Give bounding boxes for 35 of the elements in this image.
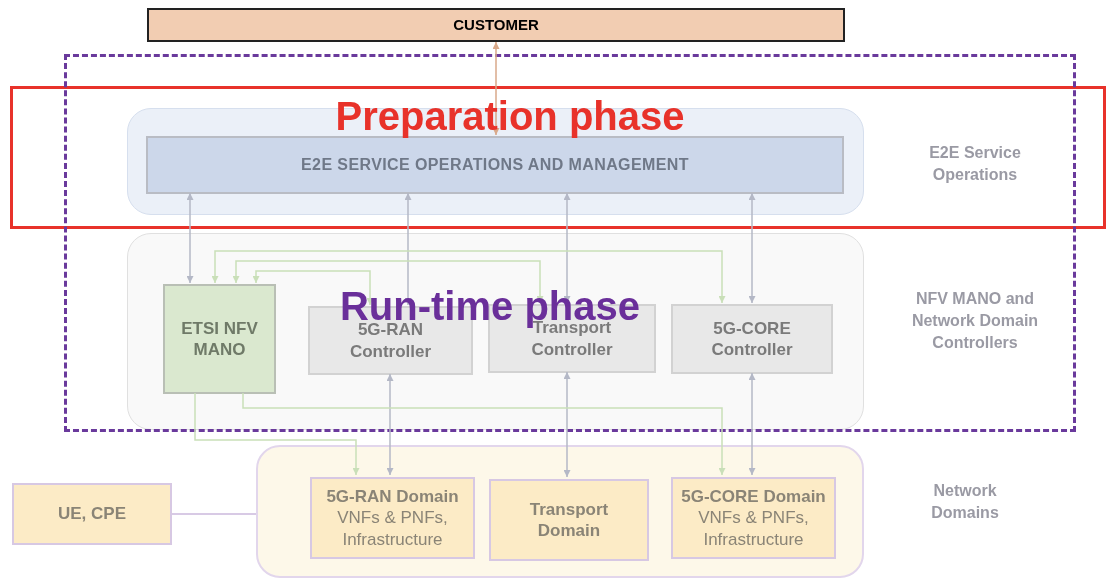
service-management-box xyxy=(146,136,844,194)
connector-arrow xyxy=(194,392,360,476)
box-label: 5G-CORE Domain xyxy=(680,486,827,508)
connector-arrow xyxy=(748,192,756,304)
customer-box xyxy=(147,8,845,42)
connector-arrow xyxy=(563,371,571,478)
box-label: Transport Domain xyxy=(528,498,610,542)
layer-label: NFV MANO and Network Domain Controllers xyxy=(910,289,1040,353)
phase-title: Preparation phase xyxy=(334,96,686,136)
connector-arrow xyxy=(211,250,726,304)
connector-arrow xyxy=(404,192,412,306)
box-label: UE, CPE xyxy=(57,503,127,525)
box-detail: VNFs & PNFs, Infrastructure xyxy=(336,507,449,550)
mano-box xyxy=(163,284,276,394)
box-label: E2E SERVICE OPERATIONS AND MANAGEMENT xyxy=(300,155,690,175)
layer-label: Network Domains xyxy=(930,481,1000,523)
connector-arrow xyxy=(252,270,374,306)
domain-box xyxy=(671,477,836,559)
connector-arrow xyxy=(492,41,500,136)
device-box xyxy=(12,483,172,545)
layer-band xyxy=(256,445,864,578)
connector-arrow xyxy=(386,373,394,476)
domain-box xyxy=(489,479,649,561)
box-label: 5G-RAN Domain xyxy=(325,486,460,508)
box-label: 5G-CORE Controller xyxy=(710,317,794,361)
layer-band xyxy=(127,233,864,430)
box-detail: VNFs & PNFs, Infrastructure xyxy=(697,507,810,550)
controller-box xyxy=(671,304,833,374)
layer-label: E2E Service Operations xyxy=(928,143,1022,185)
connector-arrow xyxy=(748,372,756,476)
box-label: CUSTOMER xyxy=(452,15,540,35)
box-label: ETSI NFV MANO xyxy=(180,317,259,361)
connector-arrow xyxy=(242,392,726,476)
domain-box xyxy=(310,477,475,559)
connector-arrow xyxy=(186,192,194,284)
